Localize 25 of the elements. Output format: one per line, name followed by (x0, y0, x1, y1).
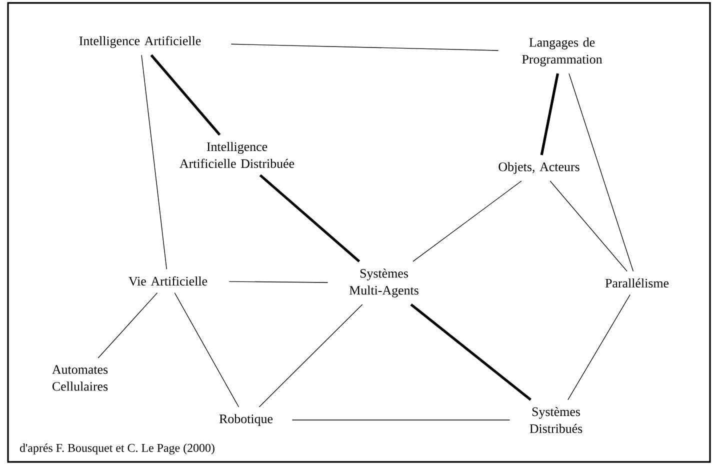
concept-label: Objets, Acteurs (498, 162, 580, 174)
concept-label: Systèmes Multi-Agents (350, 268, 418, 298)
concept-label: Systèmes Distribués (530, 406, 582, 434)
concept-label: Parallélisme (605, 278, 669, 288)
connector-line (568, 73, 634, 272)
connector-line (410, 304, 532, 401)
concept-label: Automates Cellulaires (52, 365, 108, 391)
concept-label: Intelligence Artificielle (79, 36, 201, 48)
concept-label: Intelligence Artificielle Distribuée (180, 142, 294, 168)
connector-line (568, 294, 630, 400)
caption: d'aprés F. Bousquet et C. Le Page (2000) (20, 444, 214, 454)
connector-line (174, 292, 240, 408)
connector-line (550, 180, 628, 272)
connector-line (412, 180, 522, 262)
connector-line (540, 73, 560, 156)
connector-line (150, 54, 221, 136)
concept-label: Langages de Programmation (522, 38, 602, 66)
connector-line (259, 174, 360, 262)
connector-line (258, 304, 363, 408)
concept-label: Robotique (219, 414, 273, 426)
connector-line (98, 292, 158, 358)
connector-line (230, 44, 499, 51)
concept-label: Vie Artificielle (128, 276, 208, 286)
connector-line (141, 54, 167, 270)
connector-line (228, 281, 328, 283)
